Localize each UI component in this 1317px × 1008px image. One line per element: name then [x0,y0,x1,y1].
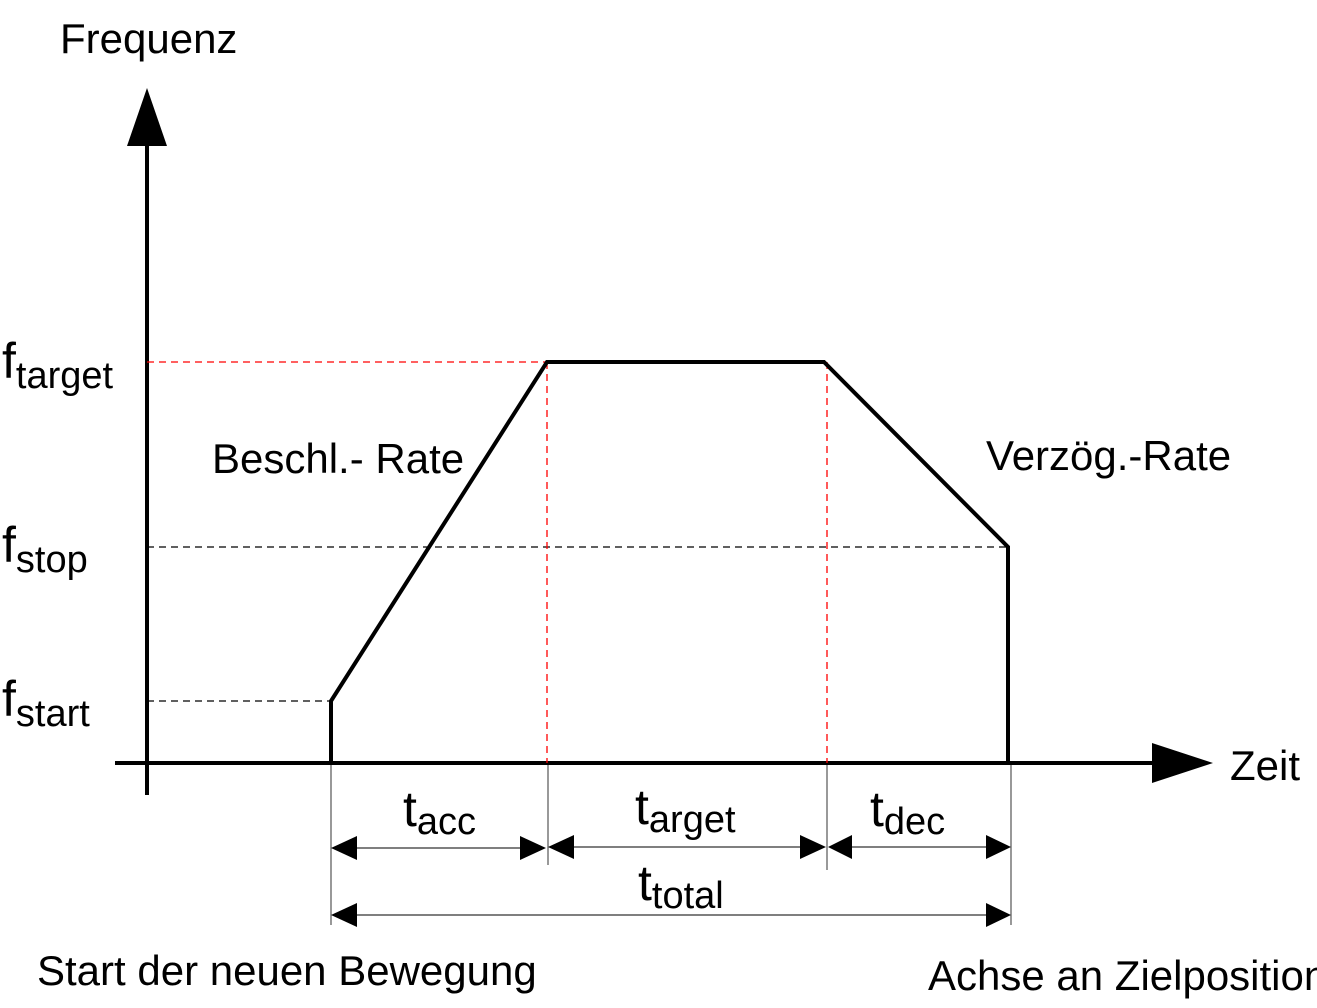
start-caption: Start der neuen Bewegung [37,947,537,994]
x-axis-label: Zeit [1230,742,1300,789]
y-axis-label: Frequenz [60,15,237,62]
f-start-label: fstart [2,671,90,735]
end-caption: Achse an Zielposition [928,952,1317,999]
dimension-extensions [330,765,1012,925]
f-stop-label: fstop [2,517,88,581]
dimension-arrows [331,835,1011,927]
x-axis-arrow-icon [1152,743,1213,783]
y-axis-arrow-icon [127,88,167,146]
t-target-label: target [635,779,736,841]
t-total-label: ttotal [638,855,724,917]
f-target-label: ftarget [2,333,114,397]
frequency-profile [329,360,1010,763]
accel-rate-label: Beschl.- Rate [212,435,464,482]
decel-rate-label: Verzög.-Rate [986,432,1231,479]
t-acc-label: tacc [403,781,476,843]
t-dec-label: tdec [870,781,945,843]
